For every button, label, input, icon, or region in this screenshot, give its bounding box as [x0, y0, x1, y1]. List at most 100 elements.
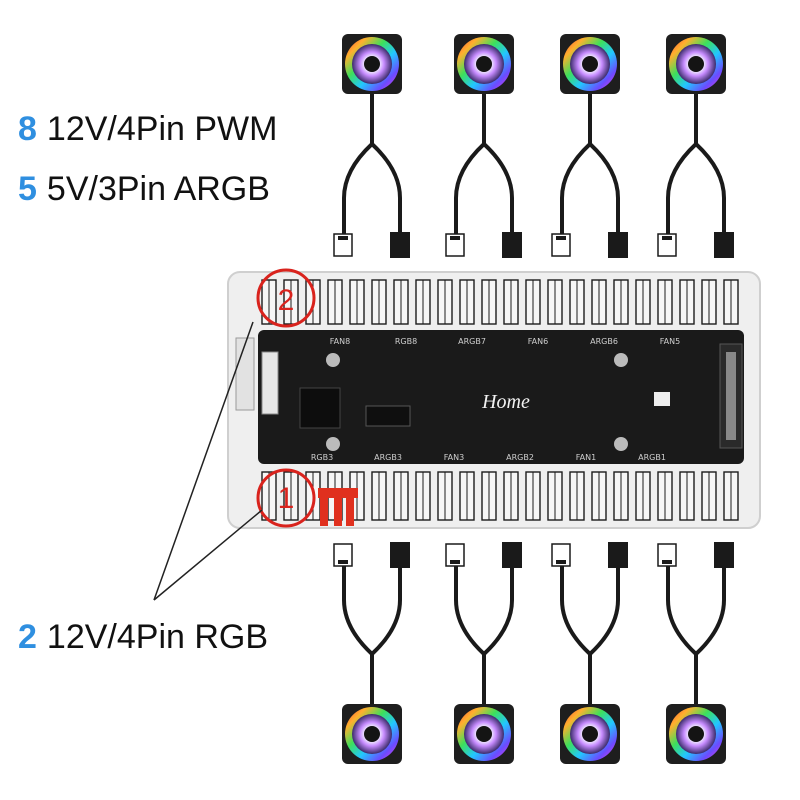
- cable-branch: [370, 564, 402, 656]
- marker-number-2: 2: [278, 284, 295, 317]
- y-cable: [333, 542, 410, 714]
- cable-branch: [482, 564, 514, 656]
- marker-circle-1: [256, 468, 316, 528]
- chip-grid: [299, 387, 341, 429]
- y-cable: [445, 90, 522, 258]
- connector-pins: [450, 236, 460, 240]
- connector-pins: [662, 236, 672, 240]
- y-cable: [333, 90, 410, 258]
- argb-connector-3pin: [502, 232, 522, 258]
- cable-branch: [454, 564, 486, 656]
- cable-branch: [666, 142, 698, 236]
- cable-branch: [694, 142, 726, 236]
- cable-branch: [666, 564, 698, 656]
- fans-top: [333, 34, 734, 258]
- silkscreen-label: FAN8: [330, 337, 350, 346]
- capacitor: [326, 437, 340, 451]
- connector-pins: [338, 236, 348, 240]
- y-cable: [657, 90, 734, 258]
- rgb-fan-icon: [454, 704, 514, 764]
- fan-hub: [476, 726, 492, 742]
- argb-connector-3pin: [714, 542, 734, 568]
- argb-connector-3pin: [390, 232, 410, 258]
- fan-hub: [476, 56, 492, 72]
- fan-hub: [688, 56, 704, 72]
- argb-connector-3pin: [714, 232, 734, 258]
- rgb-fan-icon: [560, 704, 620, 764]
- cable-branch: [342, 142, 374, 236]
- rgb-fan-icon: [666, 34, 726, 94]
- rgb-fan-icon: [560, 34, 620, 94]
- y-cable: [551, 90, 628, 258]
- side-connector-pins: [261, 351, 279, 415]
- pointer-line: [153, 321, 254, 601]
- sata-pins: [726, 352, 736, 440]
- silkscreen-label: ARGB2: [506, 453, 534, 462]
- connector-pins: [556, 560, 566, 564]
- y-cable: [657, 542, 734, 714]
- red-rgb-plug: [318, 488, 358, 526]
- capacitor: [614, 437, 628, 451]
- chip-main: [365, 405, 411, 427]
- y-cable: [551, 542, 628, 714]
- silkscreen-top: FAN8 RGB8 ARGB7 FAN6 ARGB6 FAN5: [330, 337, 680, 346]
- silkscreen-label: RGB3: [311, 453, 333, 462]
- cable-branch: [560, 142, 592, 236]
- capacitor: [326, 353, 340, 367]
- argb-connector-3pin: [390, 542, 410, 568]
- fan-hub: [582, 726, 598, 742]
- cable-branch: [694, 564, 726, 656]
- silkscreen-label: ARGB3: [374, 453, 402, 462]
- silkscreen-label: FAN1: [576, 453, 596, 462]
- argb-connector-3pin: [608, 542, 628, 568]
- spec-label: 5V/3Pin ARGB: [46, 170, 270, 208]
- silkscreen-label: ARGB7: [458, 337, 486, 346]
- spec-label: 12V/4Pin RGB: [46, 618, 269, 656]
- connector-pins: [450, 560, 460, 564]
- silkscreen-label: FAN6: [528, 337, 548, 346]
- cable-branch: [482, 142, 514, 236]
- fan-hub: [688, 726, 704, 742]
- spec-label: 12V/4Pin PWM: [46, 110, 278, 148]
- fans-bottom: [333, 542, 734, 764]
- cable-branch: [454, 142, 486, 236]
- fan-hub: [582, 56, 598, 72]
- rgb-fan-icon: [342, 704, 402, 764]
- capacitor: [614, 353, 628, 367]
- marker-number-1: 1: [278, 482, 295, 515]
- silkscreen-label: RGB8: [395, 337, 417, 346]
- cable-branch: [370, 142, 402, 236]
- marker-circle-2: [256, 268, 316, 328]
- spec-count: 5: [18, 170, 37, 208]
- argb-connector-3pin: [608, 232, 628, 258]
- silkscreen-label: FAN5: [660, 337, 680, 346]
- cable-branch: [560, 564, 592, 656]
- rgb-fan-icon: [342, 34, 402, 94]
- argb-connector-3pin: [502, 542, 522, 568]
- y-cable: [445, 542, 522, 714]
- silkscreen-bottom: RGB3 ARGB3 FAN3 ARGB2 FAN1 ARGB1: [311, 453, 666, 462]
- cable-branch: [588, 142, 620, 236]
- connector-pins: [556, 236, 566, 240]
- silkscreen-label: ARGB1: [638, 453, 666, 462]
- cable-branch: [342, 564, 374, 656]
- rgb-fan-icon: [666, 704, 726, 764]
- pointer-line: [153, 509, 263, 601]
- silkscreen-label: ARGB6: [590, 337, 618, 346]
- side-connector: [235, 337, 255, 411]
- spec-count: 8: [18, 110, 37, 148]
- fan-hub: [364, 56, 380, 72]
- rgb-fan-icon: [454, 34, 514, 94]
- silkscreen-label: FAN3: [444, 453, 464, 462]
- fan-hub: [364, 726, 380, 742]
- spec-count: 2: [18, 618, 37, 656]
- cable-branch: [588, 564, 620, 656]
- brand-logo: Home: [481, 391, 530, 413]
- mosfet: [654, 392, 670, 406]
- connector-pins: [338, 560, 348, 564]
